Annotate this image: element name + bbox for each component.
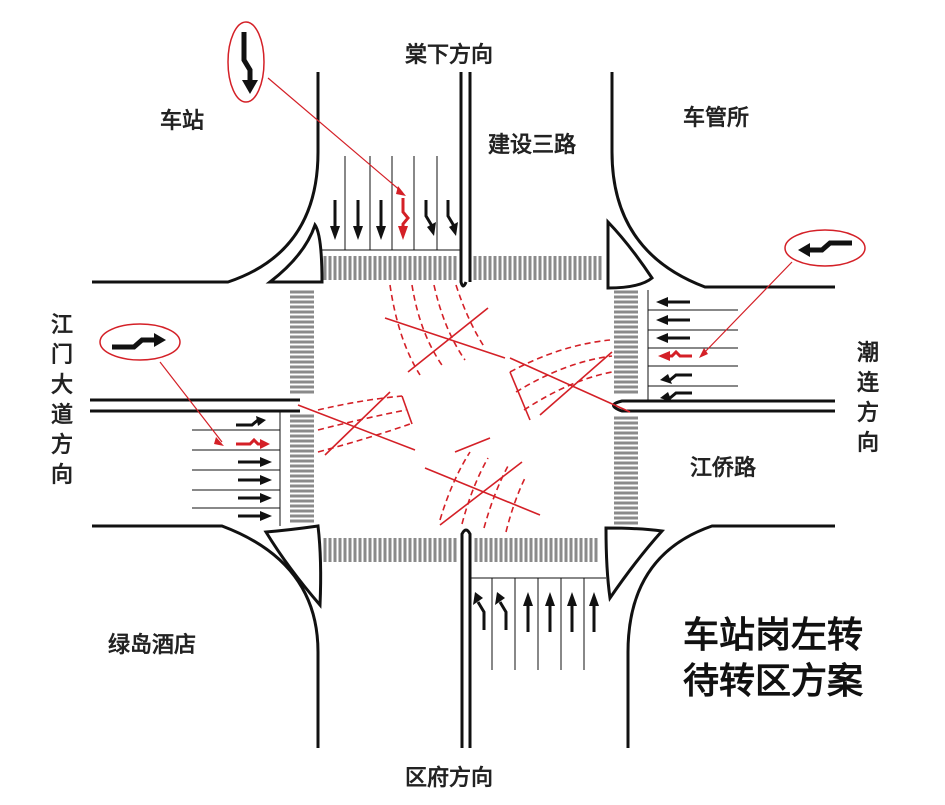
straight-arrow-icon — [567, 592, 577, 632]
island-se — [604, 526, 666, 603]
vertical-label-char: 方 — [51, 432, 73, 458]
left-turn-arrow-icon — [446, 200, 458, 236]
south-lane-arrows — [473, 592, 599, 632]
straight-arrow-icon — [238, 475, 272, 485]
straight-arrow-icon — [545, 592, 555, 632]
callout-east — [699, 229, 866, 358]
vertical-label-char: 连 — [857, 370, 880, 396]
title-line-1: 车站岗左转 — [683, 615, 863, 656]
ne-place-label: 车管所 — [683, 105, 749, 131]
west-direction-label: 江门大道方向 — [51, 313, 73, 488]
straight-arrow-icon — [353, 200, 363, 240]
sw-place-label: 绿岛酒店 — [108, 632, 196, 658]
east-lane-arrows — [656, 297, 692, 402]
straight-arrow-icon — [238, 493, 272, 503]
callout-north — [227, 21, 406, 196]
center-dividers — [90, 72, 835, 748]
north-direction-label: 棠下方向 — [404, 42, 493, 68]
straight-arrow-icon — [656, 315, 690, 325]
left-turn-arrow-icon — [798, 240, 852, 257]
waiting-zone-north — [389, 284, 486, 376]
island-sw — [263, 524, 323, 609]
vertical-label-char: 潮 — [857, 341, 879, 366]
left-turn-arrow-icon — [473, 592, 486, 630]
waiting-zone-east — [509, 339, 613, 411]
vertical-label-char: 门 — [51, 342, 73, 368]
vertical-label-char: 方 — [857, 400, 879, 426]
left-turn-arrow-icon — [112, 333, 166, 350]
straight-arrow-icon — [656, 297, 690, 307]
north-road-label: 建设三路 — [488, 132, 577, 158]
crosswalk-north — [323, 256, 602, 280]
island-ne — [606, 218, 654, 290]
crosswalk-east — [614, 290, 638, 525]
left-turn-arrow-icon — [660, 391, 692, 402]
south-direction-label: 区府方向 — [405, 765, 493, 791]
straight-arrow-icon — [589, 592, 599, 632]
straight-arrow-icon — [656, 333, 690, 343]
road-edges — [92, 72, 835, 748]
waiting-zone-south — [439, 451, 527, 533]
straight-arrow-icon — [376, 200, 386, 240]
crosswalk-west — [290, 290, 314, 523]
waiting-zone-west — [317, 395, 411, 453]
island-nw — [265, 221, 324, 284]
lane-lines — [192, 156, 738, 670]
straight-arrow-icon — [523, 592, 533, 632]
vertical-label-char: 大 — [51, 373, 73, 398]
left-turn-arrow-icon-highlight — [658, 349, 692, 361]
left-turn-arrow-icon — [495, 592, 508, 630]
left-turn-arrow-icon — [236, 416, 266, 427]
crosswalk-south — [323, 538, 598, 562]
waiting-zone-east-x — [509, 351, 631, 421]
waiting-zone-west-x — [297, 391, 416, 456]
nw-place-label: 车站 — [160, 108, 204, 134]
east-road-label: 江侨路 — [690, 455, 757, 481]
straight-arrow-icon — [330, 200, 340, 240]
vertical-label-char: 江 — [51, 313, 73, 338]
vertical-label-char: 向 — [51, 462, 73, 488]
left-turn-arrow-icon-highlight — [236, 437, 270, 449]
north-lane-arrows — [330, 198, 458, 240]
traffic-islands — [263, 218, 666, 609]
vertical-label-char: 道 — [51, 402, 73, 428]
waiting-zone-south-x — [424, 437, 541, 526]
left-turn-arrow-icon-highlight — [398, 198, 410, 240]
left-turn-arrow-icon — [424, 200, 436, 236]
left-turn-arrow-icon — [241, 32, 258, 94]
straight-arrow-icon — [238, 457, 272, 467]
west-lane-arrows — [236, 416, 272, 521]
straight-arrow-icon — [238, 511, 272, 521]
waiting-zone-north-x — [384, 307, 506, 373]
left-turn-arrow-icon — [660, 373, 692, 384]
waiting-zones — [297, 284, 631, 533]
title-line-2: 待转区方案 — [683, 661, 864, 702]
callout-west — [99, 323, 224, 446]
east-direction-label: 潮连方向 — [857, 341, 880, 456]
vertical-label-char: 向 — [857, 430, 879, 456]
